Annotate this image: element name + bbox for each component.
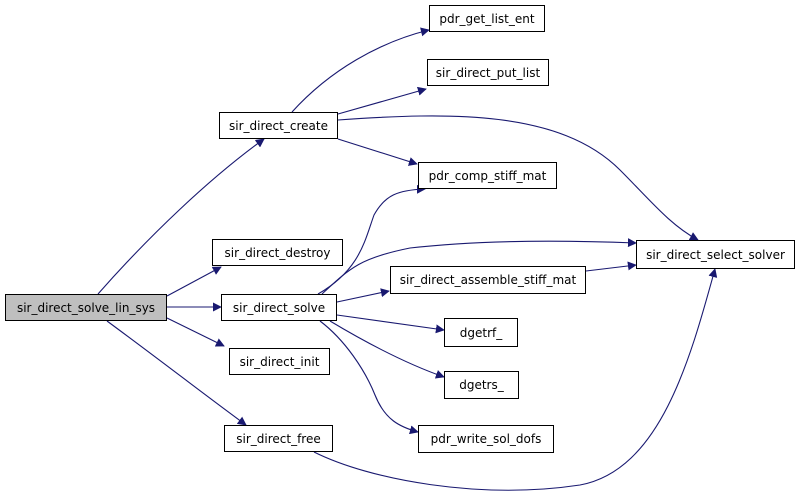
node-pdr-comp-stiff-mat[interactable]: pdr_comp_stiff_mat — [418, 162, 557, 189]
node-sir-direct-assemble-stiff-mat[interactable]: sir_direct_assemble_stiff_mat — [390, 266, 586, 294]
node-sir-direct-create[interactable]: sir_direct_create — [219, 112, 338, 139]
edge-create-to-put_list — [337, 86, 427, 115]
node-dgetrs[interactable]: dgetrs_ — [444, 371, 519, 399]
node-sir-direct-init[interactable]: sir_direct_init — [229, 348, 330, 375]
edge-create-to-stiff_mat — [337, 138, 418, 166]
edge-solve-to-dgetrs — [329, 320, 445, 379]
edge-root-to-init — [166, 317, 225, 347]
node-pdr-get-list-ent[interactable]: pdr_get_list_ent — [429, 5, 545, 32]
edge-solve-to-select — [321, 238, 637, 295]
edge-solve-to-assemble — [336, 288, 390, 303]
node-sir-direct-solve-lin-sys: sir_direct_solve_lin_sys — [5, 294, 167, 321]
edge-root-to-free — [106, 320, 247, 426]
edge-assemble-to-select — [585, 261, 637, 272]
edge-free-to-select — [313, 268, 718, 491]
edge-root-to-create — [97, 138, 265, 295]
node-pdr-write-sol-dofs[interactable]: pdr_write_sol_dofs — [418, 425, 554, 453]
node-sir-direct-put-list[interactable]: sir_direct_put_list — [427, 59, 549, 86]
node-sir-direct-destroy[interactable]: sir_direct_destroy — [212, 239, 343, 266]
edge-create-to-get_list — [291, 27, 430, 113]
node-sir-direct-free[interactable]: sir_direct_free — [224, 425, 333, 452]
node-dgetrf[interactable]: dgetrf_ — [444, 318, 518, 347]
edge-solve-to-write_sol — [319, 320, 419, 435]
edge-create-to-select — [337, 115, 699, 241]
node-sir-direct-select-solver[interactable]: sir_direct_select_solver — [636, 240, 795, 269]
edge-solve-to-dgetrf — [336, 314, 445, 334]
edge-root-to-destroy — [166, 266, 222, 297]
node-sir-direct-solve[interactable]: sir_direct_solve — [221, 294, 337, 321]
